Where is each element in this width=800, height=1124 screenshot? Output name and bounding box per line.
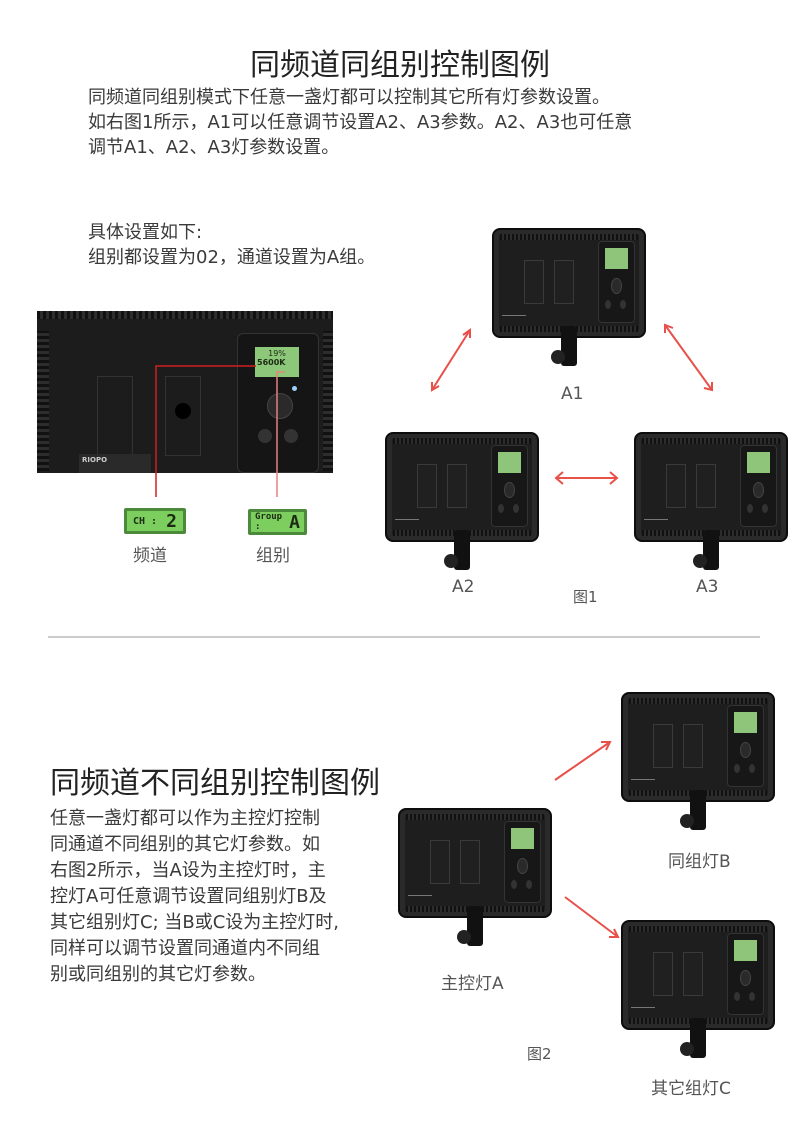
light-label-a2: A2 [452,577,475,597]
arrow-a1-a2 [431,329,471,391]
ch-caption: 频道 [133,546,167,566]
text-line: 同频道同组别模式下任意一盏灯都可以控制其它所有灯参数设置。 [88,87,610,108]
text-line: 调节A1、A2、A3灯参数设置。 [88,137,340,158]
arrow-a-c [564,896,619,938]
arrow-a1-a3 [664,324,713,391]
text-line: 如右图1所示，A1可以任意调节设置A2、A3参数。A2、A3也可任意 [88,112,633,133]
lcd-percent: 19% [268,349,286,358]
group-caption: 组别 [256,546,290,566]
light-label-a3: A3 [696,577,719,597]
light-label-other-group: 其它组灯C [651,1079,731,1099]
text-line: 其它组别灯C; 当B或C设为主控灯时, [50,912,339,933]
mount-bracket [457,906,483,946]
section1-title: 同频道同组别控制图例 [250,48,550,83]
text-line: 具体设置如下: [88,222,203,243]
lcd-temp: 5600K [257,358,286,367]
dial-knob [267,393,293,419]
mount-bracket [680,1018,706,1058]
brand-label: RIOPO [79,454,151,473]
text-line: 同样可以调节设置同通道内不同组 [50,938,320,959]
light-panel-b [621,692,775,802]
group-value: A [289,511,300,533]
text-line: 同通道不同组别的其它灯参数。如 [50,834,320,855]
text-line: 右图2所示，当A设为主控灯时，主 [50,860,326,881]
ch-lcd: CH : 2 [124,508,186,534]
light-label-a1: A1 [561,384,584,404]
figure-1-label: 图1 [573,588,598,606]
light-panel-a3 [634,432,788,542]
section2-title: 同频道不同组别控制图例 [50,766,380,801]
mount-bracket [693,530,719,570]
ch-value: 2 [166,510,177,532]
light-panel-c [621,920,775,1030]
text-line: 别或同组别的其它灯参数。 [50,964,266,985]
light-panel-a2 [385,432,539,542]
group-lcd: Group : A [248,509,307,535]
text-line: 任意一盏灯都可以作为主控灯控制 [50,808,320,829]
light-closeup: 19% 5600K RIOPO [37,311,333,473]
light-panel-a1 [492,228,646,338]
mount-bracket [680,790,706,830]
text-line: 组别都设置为02，通道设置为A组。 [88,247,376,268]
section1-paragraph: 同频道同组别模式下任意一盏灯都可以控制其它所有灯参数设置。 如右图1所示，A1可… [88,85,632,160]
light-label-master: 主控灯A [441,974,504,994]
figure-2-label: 图2 [527,1045,552,1063]
light-panel-master-a [398,808,552,918]
mount-bracket [444,530,470,570]
text-line: 控灯A可任意调节设置同组别灯B及 [50,886,327,907]
settings-text: 具体设置如下: 组别都设置为02，通道设置为A组。 [88,220,375,270]
mount-bracket [551,326,577,366]
ch-label: CH : [133,515,158,527]
light-label-same-group: 同组灯B [668,852,731,872]
arrow-a-b [554,741,611,781]
group-label: Group : [255,512,283,532]
section2-paragraph: 任意一盏灯都可以作为主控灯控制 同通道不同组别的其它灯参数。如 右图2所示，当A… [50,806,339,988]
